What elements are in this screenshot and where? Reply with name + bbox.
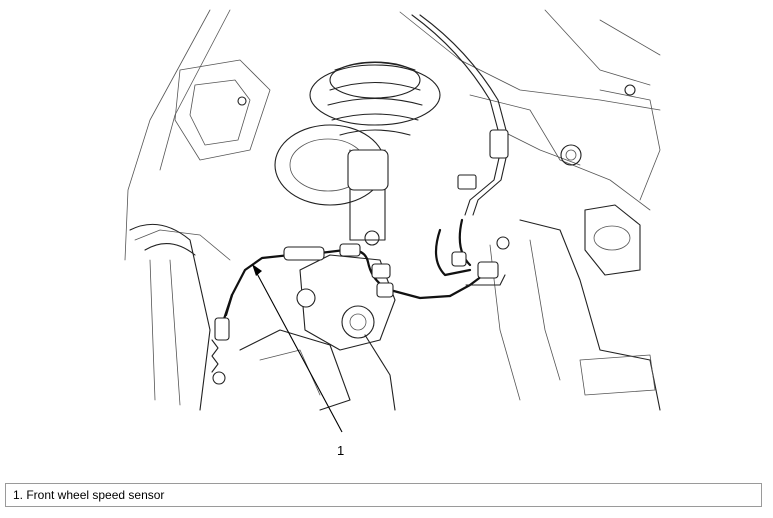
strut-assembly (237, 61, 636, 241)
body-panel-lines (124, 9, 661, 261)
legend-item: 1. Front wheel speed sensor (13, 488, 165, 502)
leader-arrow-icon (252, 264, 262, 276)
callout-1: 1 (252, 264, 344, 458)
wheel-speed-sensor-harness (211, 218, 506, 385)
brake-hose (411, 14, 509, 216)
subframe-area (489, 204, 661, 411)
callout-number: 1 (337, 443, 344, 458)
front-suspension-illustration: 1 (124, 9, 661, 458)
steering-knuckle (129, 223, 396, 411)
legend-table: 1. Front wheel speed sensor (5, 483, 762, 507)
